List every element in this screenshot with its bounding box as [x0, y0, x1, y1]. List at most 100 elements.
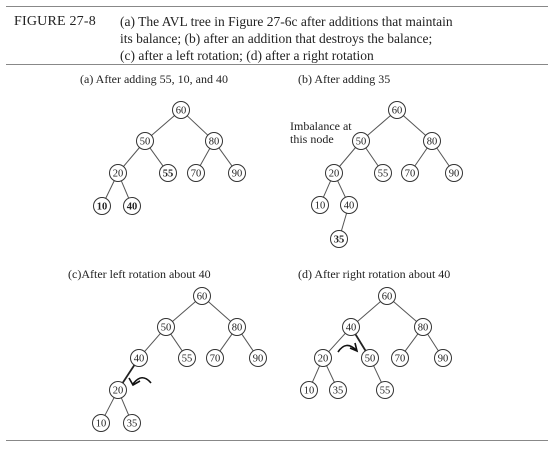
- tree-node-70: 70: [187, 164, 205, 182]
- node-circle: [388, 101, 406, 119]
- tree-edge: [326, 365, 335, 383]
- top-rule: [6, 6, 548, 7]
- node-circle: [376, 381, 394, 399]
- tree-node-50: 50: [352, 132, 370, 150]
- rotation-arrow-icon: [337, 344, 357, 353]
- node-circle: [423, 132, 441, 150]
- tree-edge: [328, 332, 346, 353]
- node-label: 90: [438, 354, 449, 365]
- node-circle: [434, 349, 452, 367]
- tree-node-90: 90: [228, 164, 246, 182]
- node-label: 80: [418, 323, 429, 334]
- node-circle: [172, 101, 190, 119]
- tree-node-70: 70: [401, 164, 419, 182]
- node-circle: [109, 164, 127, 182]
- tree-node-60: 60: [388, 101, 406, 119]
- node-circle: [193, 287, 211, 305]
- tree-edge: [373, 365, 382, 383]
- node-label: 60: [176, 106, 187, 117]
- node-circle: [330, 230, 348, 248]
- rotation-arrow-icon: [132, 376, 152, 385]
- tree-edge: [241, 333, 254, 352]
- tree-node-35: 35: [329, 381, 347, 399]
- node-label: 70: [395, 354, 406, 365]
- tree-edge: [170, 333, 183, 352]
- node-circle: [157, 318, 175, 336]
- node-label: 90: [253, 354, 264, 365]
- tree-edge: [218, 147, 233, 167]
- node-label: 55: [163, 169, 174, 180]
- tree-edge: [120, 180, 130, 199]
- tree-edge: [340, 213, 348, 231]
- tree-edge: [404, 333, 419, 352]
- node-label: 90: [449, 169, 460, 180]
- tree-edge: [365, 147, 379, 167]
- tree-edge: [339, 147, 356, 167]
- node-label: 10: [96, 419, 107, 430]
- tree-node-50: 50: [361, 349, 379, 367]
- tree-node-80: 80: [423, 132, 441, 150]
- panel-b-caption: (b) After adding 35: [298, 72, 391, 86]
- tree-edge: [337, 180, 346, 198]
- node-circle: [228, 318, 246, 336]
- tree-edge: [105, 180, 115, 199]
- node-circle: [414, 318, 432, 336]
- tree-node-55: 55: [178, 349, 196, 367]
- tree-edge: [151, 115, 175, 136]
- tree-node-20: 20: [109, 381, 127, 399]
- node-circle: [374, 164, 392, 182]
- node-circle: [130, 349, 148, 367]
- tree-edge: [123, 147, 140, 167]
- panel-a-caption: (a) After adding 55, 10, and 40: [80, 72, 228, 86]
- node-label: 55: [380, 386, 391, 397]
- tree-node-60: 60: [193, 287, 211, 305]
- arrowhead-icon: [128, 377, 141, 387]
- node-label: 10: [97, 202, 108, 213]
- node-label: 40: [127, 202, 138, 213]
- tree-edge: [104, 397, 115, 416]
- tree-edge: [149, 147, 164, 167]
- tree-node-40: 40: [340, 196, 358, 214]
- node-label: 50: [140, 137, 151, 148]
- node-label: 20: [113, 386, 124, 397]
- node-circle: [314, 349, 332, 367]
- node-circle: [342, 318, 360, 336]
- node-circle: [300, 381, 318, 399]
- tree-edge: [121, 364, 136, 384]
- node-label: 80: [232, 323, 243, 334]
- tree-node-55: 55: [159, 164, 177, 182]
- bottom-rule: [6, 440, 548, 441]
- node-circle: [109, 381, 127, 399]
- node-circle: [340, 196, 358, 214]
- figure-caption: (a) The AVL tree in Figure 27-6c after a…: [120, 14, 453, 63]
- node-circle: [206, 349, 224, 367]
- tree-node-35: 35: [330, 230, 348, 248]
- node-label: 40: [346, 323, 357, 334]
- tree-edge: [403, 115, 426, 136]
- tree-node-80: 80: [205, 132, 223, 150]
- tree-node-40: 40: [130, 349, 148, 367]
- tree-node-70: 70: [206, 349, 224, 367]
- tree-node-50: 50: [136, 132, 154, 150]
- node-label: 70: [210, 354, 221, 365]
- node-label: 10: [304, 386, 315, 397]
- tree-node-55: 55: [374, 164, 392, 182]
- tree-edge: [311, 365, 321, 383]
- tree-edge: [144, 333, 161, 352]
- tree-edge: [414, 147, 428, 167]
- tree-edge: [199, 148, 211, 166]
- node-label: 40: [344, 201, 355, 212]
- tree-node-10: 10: [93, 197, 111, 215]
- node-label: 20: [318, 354, 329, 365]
- tree-node-40: 40: [342, 318, 360, 336]
- node-circle: [228, 164, 246, 182]
- node-label: 90: [232, 169, 243, 180]
- tree-edge: [322, 180, 332, 198]
- panel-d-caption: (d) After right rotation about 40: [298, 267, 451, 281]
- node-label: 50: [161, 323, 172, 334]
- tree-node-80: 80: [414, 318, 432, 336]
